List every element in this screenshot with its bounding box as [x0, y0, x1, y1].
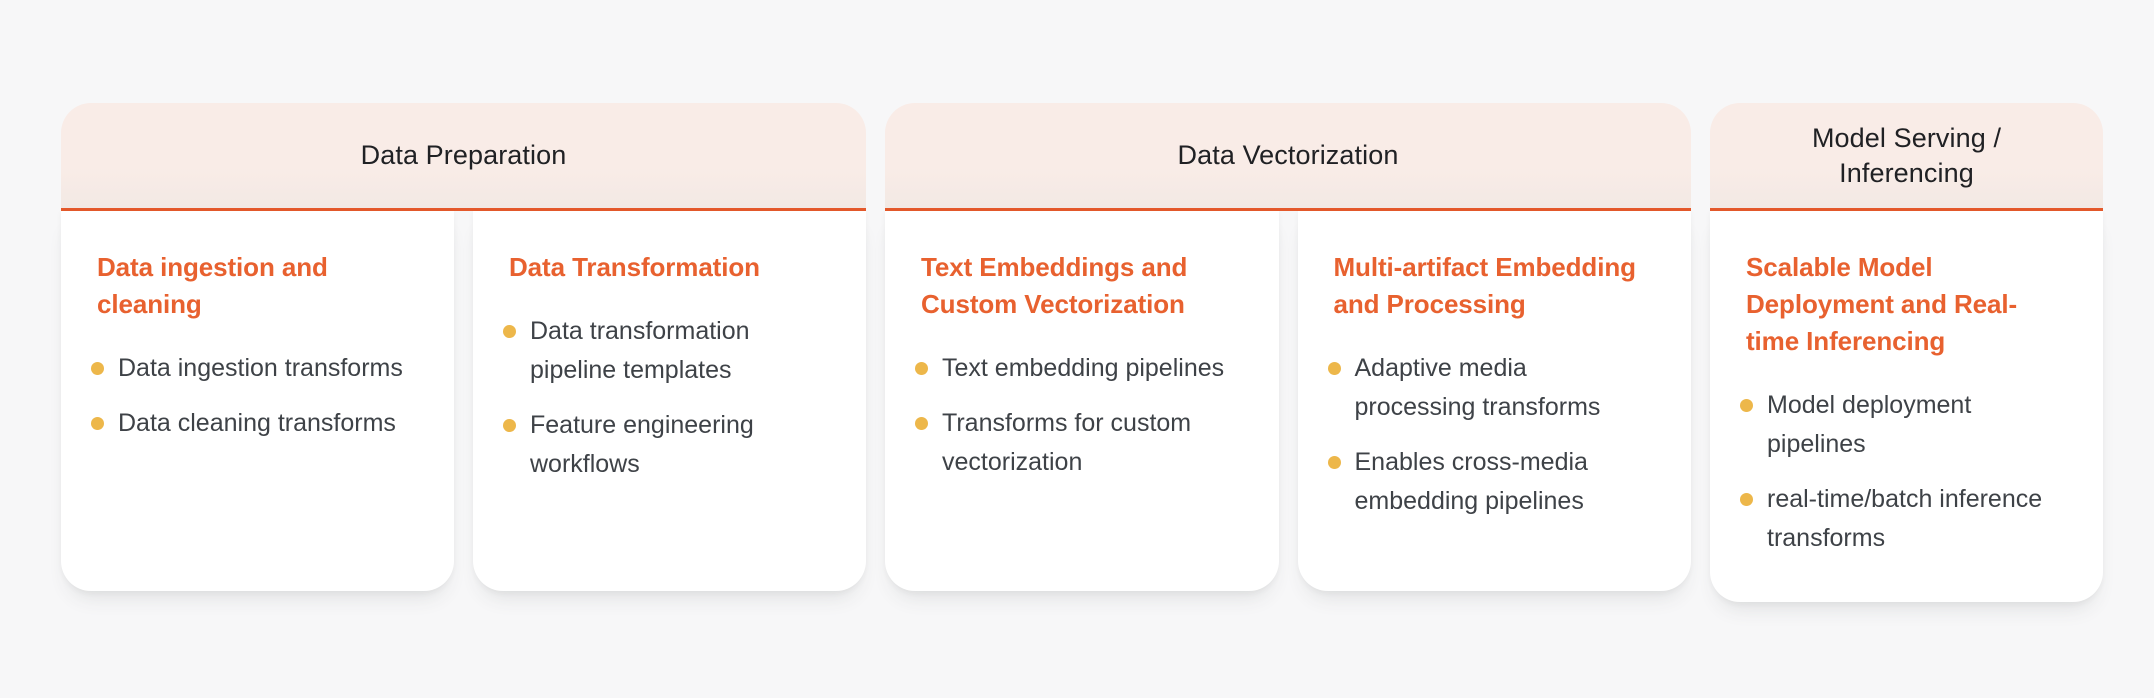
group-header-model-serving-inferencing: Model Serving / Inferencing	[1710, 103, 2103, 211]
group-model-serving-inferencing: Model Serving / Inferencing Scalable Mod…	[1710, 103, 2103, 602]
list-item: Data cleaning transforms	[91, 404, 426, 443]
group-title: Data Preparation	[360, 140, 567, 170]
bullet-dot-icon	[1327, 456, 1341, 469]
list-item: Feature engineering workflows	[503, 406, 838, 484]
pipeline-stages-row: Data Preparation Data ingestion and clea…	[61, 103, 2154, 602]
bullet-dot-icon	[503, 325, 516, 338]
bullet-text: Adaptive media processing transforms	[1354, 354, 1601, 421]
list-item: Text embedding pipelines	[915, 349, 1251, 388]
bullet-dot-icon	[91, 362, 104, 375]
card-scalable-model-deployment-inferencing: Scalable Model Deployment and Real-time …	[1710, 211, 2103, 602]
bullet-dot-icon	[1740, 493, 1753, 506]
list-item: Adaptive media processing transforms	[1327, 349, 1664, 427]
bullet-dot-icon	[915, 417, 928, 430]
card-multi-artifact-embedding-processing: Multi-artifact Embedding and Processing …	[1297, 211, 1691, 591]
group-data-preparation: Data Preparation Data ingestion and clea…	[61, 103, 866, 591]
card-title: Data ingestion and cleaning	[97, 252, 328, 319]
group-data-vectorization: Data Vectorization Text Embeddings and C…	[885, 103, 1691, 591]
list-item: Transforms for custom vectorization	[915, 404, 1251, 482]
bullet-dot-icon	[1327, 362, 1341, 375]
bullet-text: Data transformation pipeline templates	[530, 317, 750, 384]
card-title: Data Transformation	[509, 252, 760, 282]
card-data-transformation: Data Transformation Data transformation …	[473, 211, 866, 591]
bullet-text: real-time/batch inference transforms	[1767, 485, 2043, 552]
bullet-text: Model deployment pipelines	[1767, 391, 1972, 458]
group-cards: Text Embeddings and Custom Vectorization…	[885, 211, 1691, 591]
bullet-dot-icon	[503, 419, 516, 432]
group-cards: Data ingestion and cleaning Data ingesti…	[61, 211, 866, 591]
list-item: Data ingestion transforms	[91, 349, 426, 388]
group-header-data-preparation: Data Preparation	[61, 103, 866, 211]
group-header-data-vectorization: Data Vectorization	[885, 103, 1691, 211]
group-title: Data Vectorization	[1177, 140, 1399, 170]
group-title: Model Serving / Inferencing	[1811, 122, 2002, 188]
card-title: Text Embeddings and Custom Vectorization	[921, 252, 1188, 319]
bullet-text: Transforms for custom vectorization	[942, 409, 1192, 476]
card-data-ingestion-and-cleaning: Data ingestion and cleaning Data ingesti…	[61, 211, 454, 591]
bullet-dot-icon	[91, 417, 104, 430]
bullet-text: Text embedding pipelines	[942, 354, 1225, 382]
bullet-text: Data cleaning transforms	[118, 409, 396, 437]
card-title: Multi-artifact Embedding and Processing	[1333, 252, 1636, 319]
list-item: Data transformation pipeline templates	[503, 312, 838, 390]
list-item: real-time/batch inference transforms	[1740, 480, 2075, 558]
card-text-embeddings-custom-vectorization: Text Embeddings and Custom Vectorization…	[885, 211, 1279, 591]
bullet-text: Enables cross-media embedding pipelines	[1354, 448, 1588, 515]
bullet-text: Feature engineering workflows	[530, 411, 754, 478]
card-title: Scalable Model Deployment and Real-time …	[1746, 252, 2018, 356]
bullet-dot-icon	[1740, 399, 1753, 412]
bullet-text: Data ingestion transforms	[118, 354, 403, 382]
bullet-dot-icon	[915, 362, 928, 375]
list-item: Model deployment pipelines	[1740, 386, 2075, 464]
list-item: Enables cross-media embedding pipelines	[1327, 443, 1664, 521]
group-cards: Scalable Model Deployment and Real-time …	[1710, 211, 2103, 602]
